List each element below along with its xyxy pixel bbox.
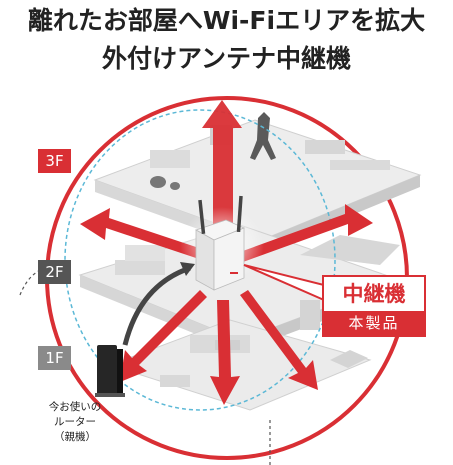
extender-callout: 中継機 本製品 <box>322 275 426 337</box>
arrow-down-left <box>120 290 207 382</box>
connection-arrow <box>122 265 191 346</box>
floor-badge-1f: 1F <box>38 346 71 370</box>
arrow-up <box>202 100 242 230</box>
floor-2f-label: 2F <box>45 263 64 281</box>
floor-3f-label: 3F <box>45 152 64 170</box>
wifi-arrows <box>80 100 373 405</box>
headline-line-2: 外付けアンテナ中継機 <box>101 44 351 73</box>
floor-1f-label: 1F <box>45 349 64 367</box>
headline-line-1: 離れたお部屋へWi-Fiエリアを拡大 <box>27 6 426 35</box>
floor-badge-3f: 3F <box>38 149 71 173</box>
callout-title: 中継機 <box>342 282 406 306</box>
floor-1f-plate <box>108 319 372 411</box>
floor-badge-2f: 2F <box>38 260 71 284</box>
arrow-down <box>210 300 240 405</box>
router-caption-line-1: 今お使いの <box>48 401 102 413</box>
router-caption-line-2: ルーター <box>54 416 96 428</box>
signal-range-dashed-circle <box>64 109 336 411</box>
arrow-right <box>240 204 373 262</box>
router-caption: 今お使いの ルーター （親機） <box>32 400 118 445</box>
router-caption-line-3: （親機） <box>54 431 96 443</box>
arrow-down-right <box>240 290 318 390</box>
arrow-left <box>80 208 205 260</box>
existing-router-device <box>95 345 125 397</box>
callout-subtitle: 本製品 <box>324 311 424 335</box>
extender-device <box>195 195 246 291</box>
